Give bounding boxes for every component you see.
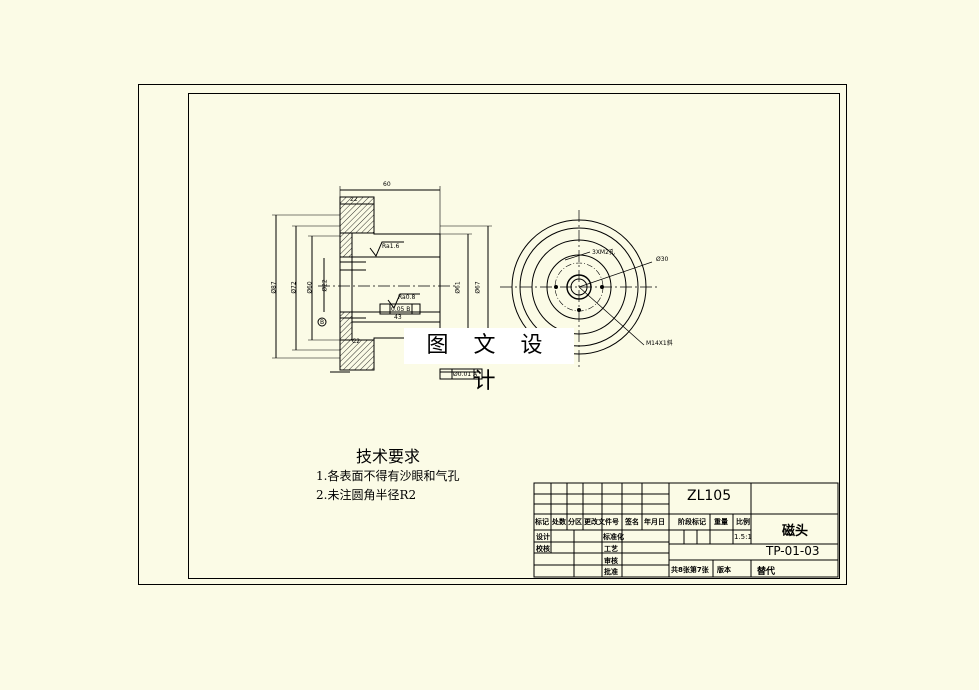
dim-bore-depth: 43 bbox=[394, 314, 402, 321]
scale-label: 比例 bbox=[736, 518, 750, 526]
tolerance-a: Ø0.01 A bbox=[453, 371, 478, 378]
col-zone: 分区 bbox=[568, 518, 582, 526]
dim-flange-thickness: 22 bbox=[350, 196, 358, 203]
col-mark: 标记 bbox=[535, 518, 549, 526]
roughness-ra08: Ra0.8 bbox=[398, 294, 416, 301]
inner-top-section bbox=[339, 232, 353, 258]
dim-overall-length: 60 bbox=[383, 181, 391, 188]
roughness-ra16: Ra1.6 bbox=[382, 243, 400, 250]
col-date: 年月日 bbox=[644, 518, 665, 526]
inner-border bbox=[188, 93, 840, 579]
tech-requirements-title: 技术要求 bbox=[356, 447, 421, 466]
tech-requirement-2: 2.未注圆角半径R2 bbox=[316, 488, 417, 502]
dim-dia-67: Ø67 bbox=[474, 281, 482, 294]
design-label: 设计 bbox=[536, 533, 550, 541]
process-label: 工艺 bbox=[604, 545, 618, 553]
approve-label: 批准 bbox=[604, 568, 618, 576]
part-name: 磁头 bbox=[782, 524, 809, 539]
weight-label: 重量 bbox=[714, 518, 728, 526]
front-holes-label: 3XM2孔 bbox=[592, 249, 615, 256]
dim-dia-60: Ø60 bbox=[306, 281, 314, 294]
col-count: 处数 bbox=[552, 518, 566, 526]
dim-dia-22: Ø22 bbox=[321, 279, 329, 292]
standardize-label: 标准化 bbox=[603, 533, 624, 541]
stage-mark: 阶段标记 bbox=[678, 518, 706, 526]
section-view bbox=[272, 186, 492, 380]
tolerance-b: 0.05 B bbox=[391, 306, 411, 313]
drawing-number: TP-01-03 bbox=[766, 544, 820, 558]
datum-b: B bbox=[320, 319, 325, 326]
tech-requirement-1: 1.各表面不得有沙眼和气孔 bbox=[316, 469, 460, 483]
col-doc: 更改文件号 bbox=[584, 518, 619, 526]
dim-dia-61: Ø61 bbox=[454, 281, 462, 294]
front-dia-label: Ø30 bbox=[656, 256, 669, 263]
project-code: ZL105 bbox=[687, 488, 732, 504]
review-label: 审核 bbox=[604, 557, 618, 565]
scale-value: 1.5:1 bbox=[734, 533, 752, 541]
front-view bbox=[500, 210, 660, 368]
sheets-label: 共8张第7张 bbox=[671, 566, 709, 574]
replace-label: 替代 bbox=[757, 567, 776, 577]
col-sign: 签名 bbox=[625, 518, 639, 526]
title-block-lines bbox=[533, 482, 839, 578]
front-thread-label: M14X1斜 bbox=[646, 340, 673, 347]
inner-bottom-section bbox=[339, 311, 353, 341]
dim-dia-72: Ø72 bbox=[290, 281, 298, 294]
watermark: 图 文 设 计 bbox=[404, 328, 574, 394]
dim-chamfer: C2 bbox=[352, 338, 361, 345]
outer-border bbox=[138, 84, 847, 585]
dim-dia-87: Ø87 bbox=[270, 281, 278, 294]
check-label: 校核 bbox=[536, 545, 550, 553]
version-label: 版本 bbox=[717, 566, 731, 574]
